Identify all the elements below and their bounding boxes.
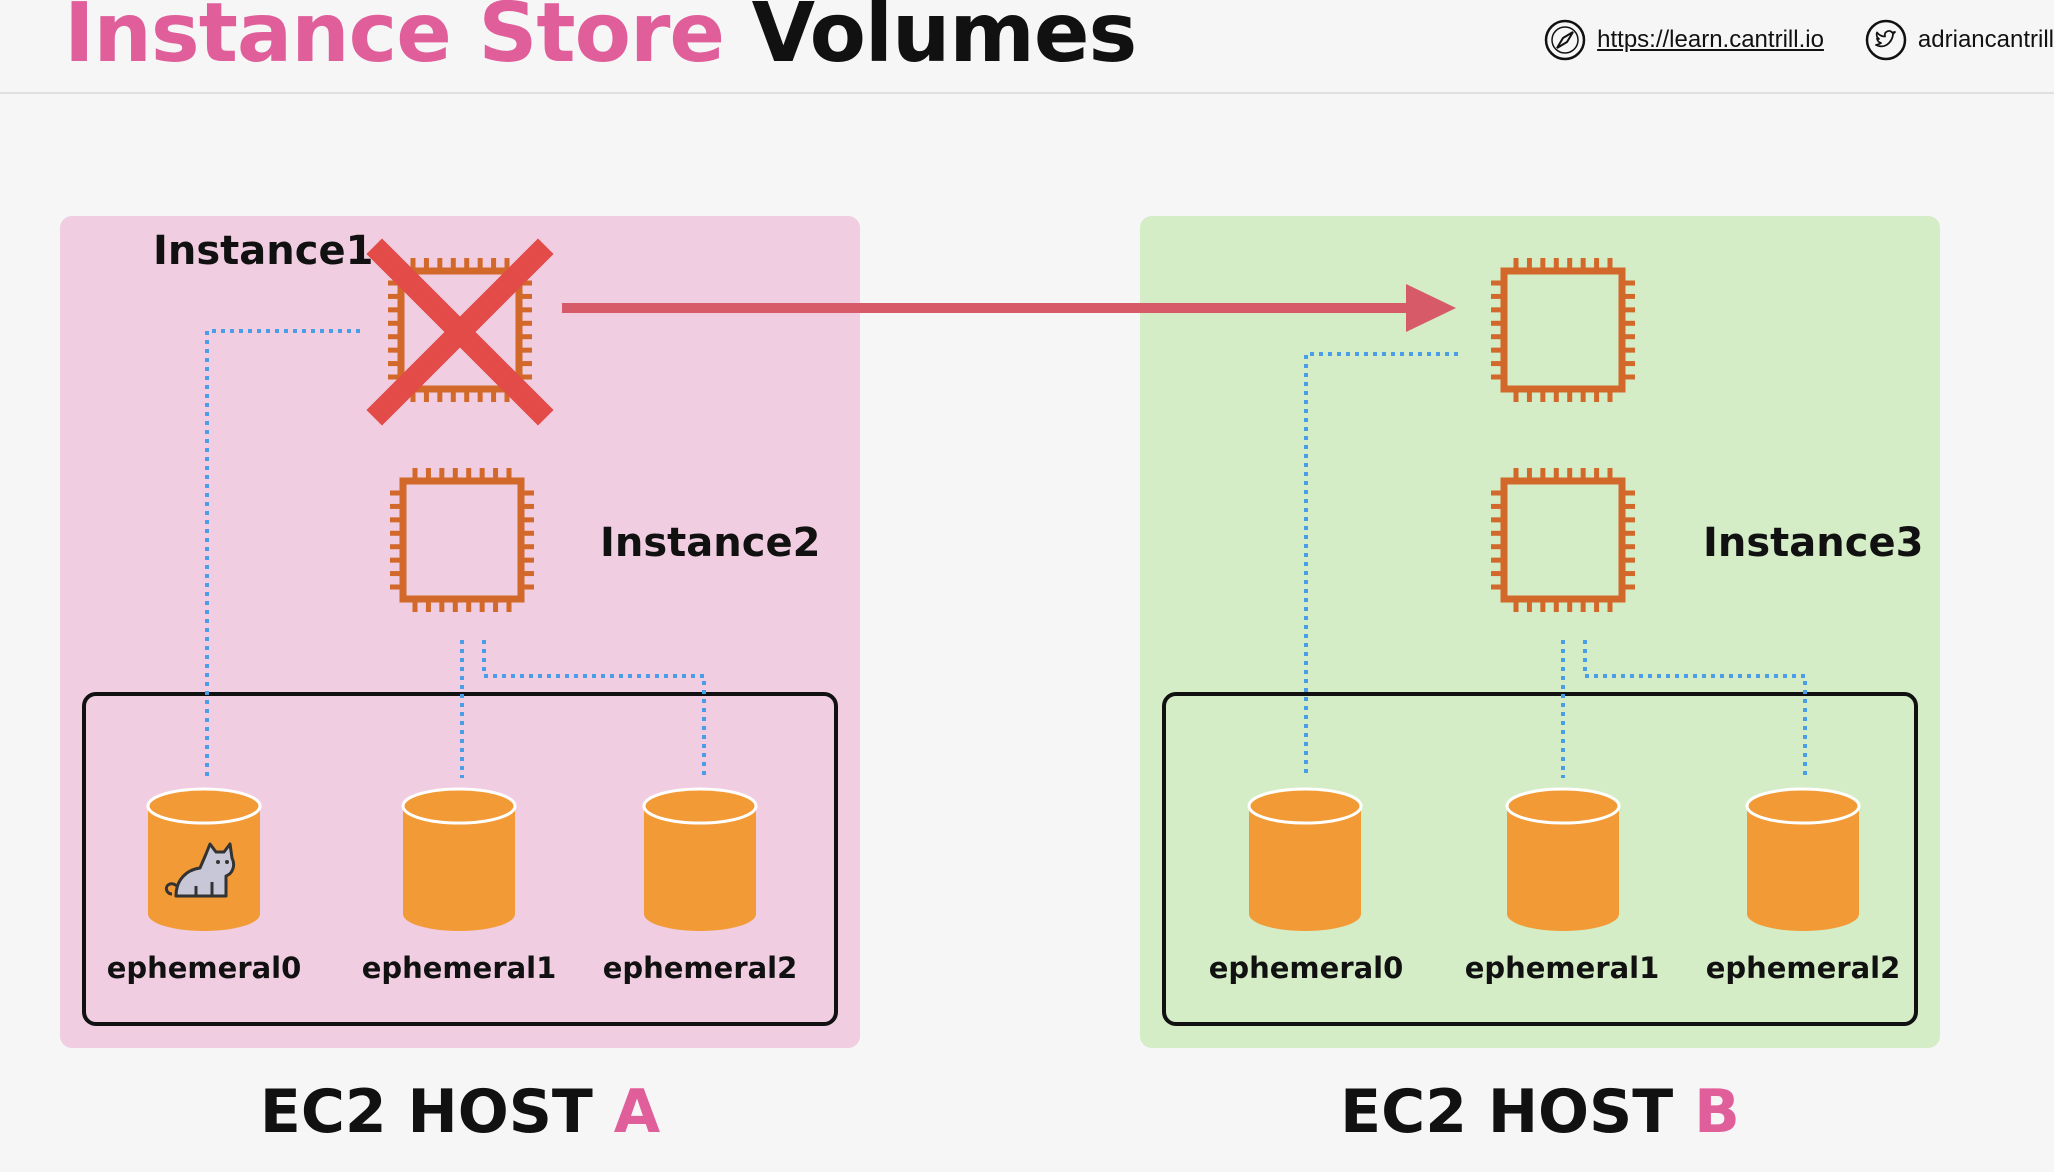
website-link[interactable]: https://learn.cantrill.io	[1597, 26, 1824, 53]
instance1-label: Instance1	[153, 228, 373, 274]
host-b-title: EC2 HOST B	[1340, 1077, 1740, 1147]
chip-instance3	[1491, 468, 1635, 612]
connector-instance1-ephemeral0	[205, 329, 360, 778]
failure-x-icon	[366, 238, 554, 426]
volume-host-b-ephemeral0	[1247, 787, 1363, 931]
title-accent: Instance Store	[64, 0, 725, 81]
host-a-title-letter: A	[614, 1077, 661, 1147]
host-b-title-letter: B	[1694, 1077, 1740, 1147]
chip-instance2	[390, 468, 534, 612]
host-b-volume-label-2: ephemeral2	[1706, 951, 1901, 985]
volume-host-b-ephemeral1	[1505, 787, 1621, 931]
twitter-handle: adriancantrill	[1917, 26, 2054, 53]
header-bar: Instance Store Volumes https://learn.can…	[0, 0, 2054, 94]
instance3-label: Instance3	[1703, 520, 1923, 566]
connector-instance3-ephemeral2	[1583, 640, 1807, 778]
cat-icon	[164, 842, 236, 898]
volume-host-a-ephemeral1	[401, 787, 517, 931]
volume-host-a-ephemeral2	[642, 787, 758, 931]
connector-migrated-ephemeral0	[1304, 352, 1458, 778]
instance2-label: Instance2	[600, 520, 820, 566]
host-a-title: EC2 HOST A	[260, 1077, 661, 1147]
twitter-icon	[1865, 19, 1907, 61]
host-b-title-prefix: EC2 HOST	[1340, 1077, 1694, 1147]
host-b-volume-label-0: ephemeral0	[1209, 951, 1404, 985]
migration-arrow-head	[1406, 284, 1456, 332]
chip-migrated	[1491, 258, 1635, 402]
connectors	[205, 329, 1807, 778]
compass-icon	[1544, 19, 1586, 61]
chip-instance1	[388, 258, 532, 402]
host-b-instance-store	[1162, 692, 1918, 1026]
host-a-volume-label-2: ephemeral2	[603, 951, 798, 985]
host-a-volume-label-1: ephemeral1	[362, 951, 557, 985]
connector-instance2-ephemeral2	[482, 640, 706, 778]
host-b-volume-label-1: ephemeral1	[1465, 951, 1660, 985]
page-title: Instance Store Volumes	[64, 0, 1138, 81]
volume-host-b-ephemeral2	[1745, 787, 1861, 931]
title-rest: Volumes	[751, 0, 1138, 81]
header-links: https://learn.cantrill.io adriancantrill	[1543, 16, 2054, 64]
host-a-title-prefix: EC2 HOST	[260, 1077, 614, 1147]
host-a-volume-label-0: ephemeral0	[107, 951, 302, 985]
